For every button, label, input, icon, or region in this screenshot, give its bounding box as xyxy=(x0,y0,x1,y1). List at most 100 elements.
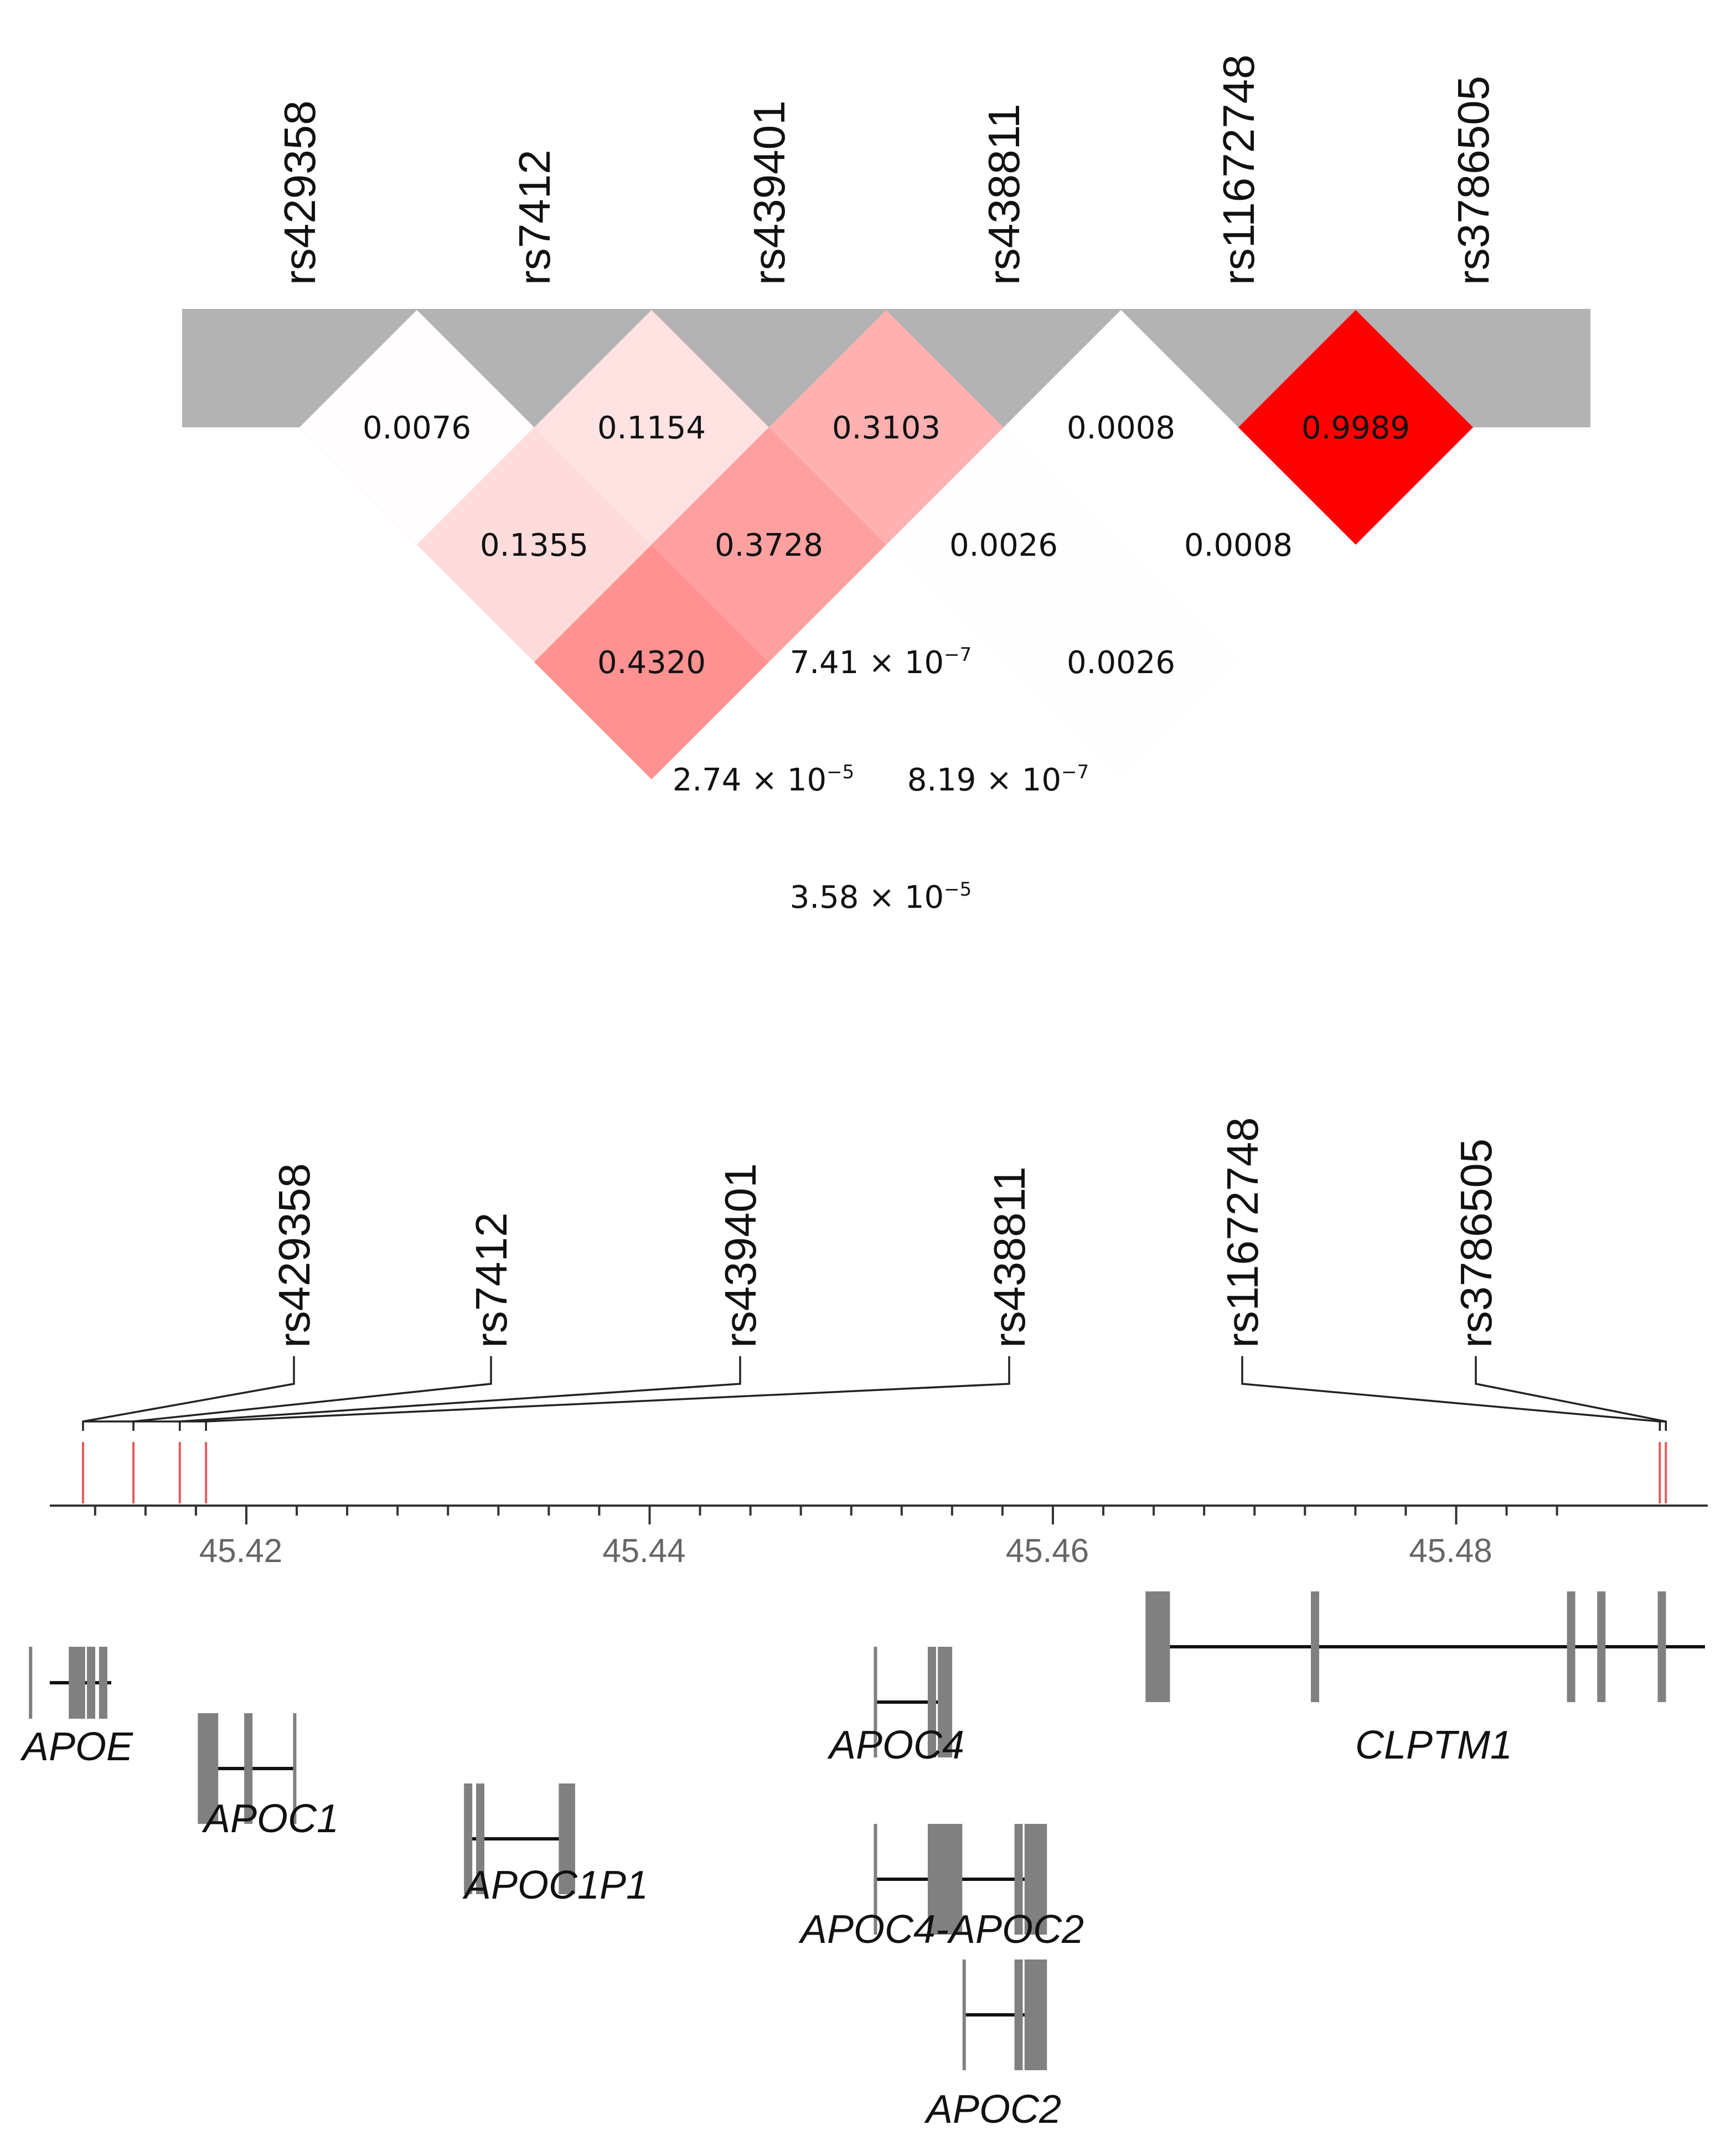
gene-exon xyxy=(293,1713,297,1824)
ld-value: 0.3103 xyxy=(832,410,941,446)
gene-label-apoc1p1: APOC1P1 xyxy=(462,1863,648,1907)
gene-apoe: APOE xyxy=(20,1647,133,1769)
gene-exon xyxy=(559,1783,567,1894)
gene-exon xyxy=(1311,1591,1320,1702)
gene-apoc1p1: APOC1P1 xyxy=(462,1783,648,1907)
gene-apoc1: APOC1 xyxy=(198,1713,339,1841)
gene-exon xyxy=(874,1824,877,1935)
gene-exon xyxy=(99,1647,107,1719)
gene-exon xyxy=(87,1647,96,1719)
ld-value: 0.9989 xyxy=(1301,410,1410,446)
gene-exon xyxy=(874,1647,877,1757)
ld-value-mantissa: 7.41 xyxy=(790,645,859,681)
gene-exon xyxy=(1657,1591,1666,1702)
ld-value: 0.1154 xyxy=(597,410,706,446)
gene-exon xyxy=(464,1783,473,1894)
gene-exon xyxy=(1024,1959,1033,2070)
gene-exon xyxy=(962,1959,966,2070)
gene-exon xyxy=(1161,1591,1170,1702)
gene-exon xyxy=(1597,1591,1606,1702)
ld-snp-label-rs429358: rs429358 xyxy=(275,100,324,285)
ld-value-exponent: −5 xyxy=(826,761,854,783)
ld-value-sci: 3.58 × 10−5 xyxy=(790,878,972,916)
ld-value-sci: 7.41 × 10−7 xyxy=(790,644,972,681)
gene-exon xyxy=(1567,1591,1575,1702)
ld-value-sci: 8.19 × 10−7 xyxy=(907,761,1089,798)
ld-value: 0.0026 xyxy=(1067,645,1175,681)
ld-snp-label-rs11672748: rs11672748 xyxy=(1214,54,1263,285)
ld-value: 0.0076 xyxy=(363,410,471,446)
gene-exon xyxy=(210,1713,219,1824)
gene-exon xyxy=(944,1647,953,1757)
ld-value: 0.0008 xyxy=(1067,410,1175,446)
snp-connector-lines xyxy=(82,1356,1667,1431)
locus-snp-label-rs3786505: rs3786505 xyxy=(1451,1139,1501,1348)
gene-exon xyxy=(927,1647,936,1757)
gene-label-apoc1: APOC1 xyxy=(202,1797,339,1841)
gene-exon xyxy=(76,1647,85,1719)
ld-value-sci: 2.74 × 10−5 xyxy=(673,761,855,798)
ld-snp-labels: rs429358 rs7412 rs439401 rs438811 rs11672748… xyxy=(275,54,1498,285)
connector-rs7412 xyxy=(132,1356,492,1431)
ld-value-times: × 10 xyxy=(859,645,944,681)
locus-snp-labels: rs429358 rs7412 rs439401 rs438811 rs11672748… xyxy=(270,1117,1501,1348)
connector-rs3786505 xyxy=(1475,1356,1667,1431)
snp-position-markers xyxy=(81,1442,1667,1503)
gene-label-clptm1: CLPTM1 xyxy=(1355,1723,1512,1767)
ld-snp-label-rs439401: rs439401 xyxy=(745,100,794,285)
gene-exon xyxy=(1038,1824,1047,1935)
gene-label-apoc4-apoc2: APOC4-APOC2 xyxy=(798,1907,1084,1952)
ld-snp-label-rs438811: rs438811 xyxy=(979,104,1029,285)
ld-value: 0.0008 xyxy=(1184,528,1293,563)
gene-exon xyxy=(244,1713,253,1824)
gene-exon xyxy=(1145,1591,1154,1702)
ld-heatmap-cells xyxy=(299,310,1473,1014)
connector-rs439401 xyxy=(179,1356,741,1431)
ld-value-times: × 10 xyxy=(741,762,826,798)
ld-value: 0.0026 xyxy=(949,528,1058,563)
gene-exon xyxy=(69,1647,78,1719)
ld-value-times: × 10 xyxy=(859,880,944,916)
gene-exon xyxy=(1014,1824,1023,1935)
ld-value-mantissa: 8.19 xyxy=(907,762,976,798)
connector-rs429358 xyxy=(82,1356,295,1431)
connector-rs438811 xyxy=(205,1356,1010,1431)
gene-exon xyxy=(29,1647,33,1719)
gene-exon xyxy=(1014,1959,1023,2070)
gene-apoc4-apoc2: APOC4-APOC2 xyxy=(798,1824,1084,1952)
locus-snp-label-rs11672748: rs11672748 xyxy=(1218,1117,1267,1348)
ld-value-mantissa: 3.58 xyxy=(790,880,859,916)
gene-apoc4: APOC4 xyxy=(827,1647,964,1767)
ld-value-exponent: −5 xyxy=(944,878,972,901)
axis-tick-label: 45.44 xyxy=(602,1532,685,1569)
ld-value-exponent: −7 xyxy=(944,644,972,666)
locus-snp-label-rs429358: rs429358 xyxy=(270,1163,319,1348)
gene-exon xyxy=(1153,1591,1162,1702)
gene-exon xyxy=(1024,1824,1033,1935)
gene-clptm1: CLPTM1 xyxy=(1145,1591,1705,1767)
gene-apoc2: APOC2 xyxy=(924,1959,1061,2132)
gene-label-apoc4: APOC4 xyxy=(827,1723,964,1767)
gene-exon xyxy=(954,1824,963,1935)
gene-exon xyxy=(933,1824,942,1935)
gene-exon xyxy=(476,1783,485,1894)
axis-tick-label: 45.48 xyxy=(1409,1532,1492,1569)
ld-value-exponent: −7 xyxy=(1061,761,1089,783)
axis-tick-label: 45.46 xyxy=(1006,1532,1089,1569)
connector-rs11672748 xyxy=(1241,1356,1661,1431)
ld-snp-label-rs7412: rs7412 xyxy=(510,149,559,285)
ld-snp-label-rs3786505: rs3786505 xyxy=(1449,76,1498,285)
locus-snp-label-rs7412: rs7412 xyxy=(467,1212,516,1348)
gene-label-apoe: APOE xyxy=(20,1725,133,1769)
gene-label-apoc2: APOC2 xyxy=(924,2087,1061,2132)
ld-value: 0.4320 xyxy=(597,645,706,681)
ld-value: 0.3728 xyxy=(715,528,823,563)
gene-exon xyxy=(1038,1959,1047,2070)
locus-snp-label-rs438811: rs438811 xyxy=(985,1166,1034,1348)
locus-snp-label-rs439401: rs439401 xyxy=(716,1163,765,1348)
ld-value: 0.1355 xyxy=(480,528,588,563)
